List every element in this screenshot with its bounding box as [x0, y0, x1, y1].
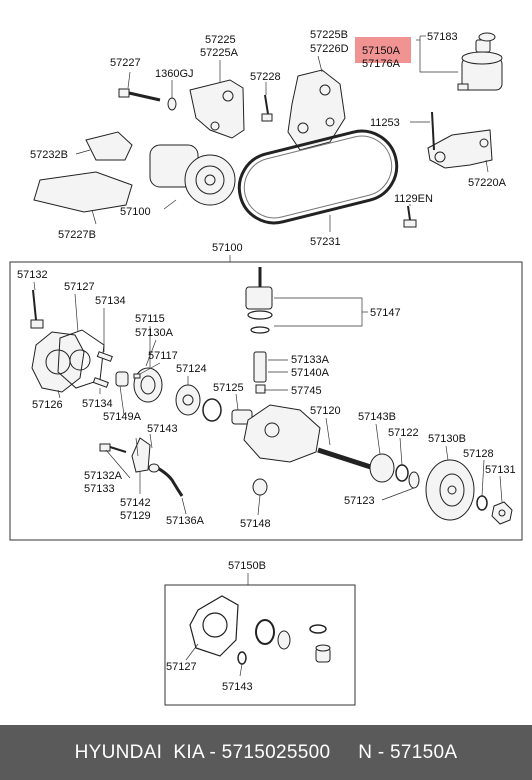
washer-1360GJ — [167, 97, 177, 111]
label-57150B: 57150B — [228, 560, 266, 572]
ring-57122 — [395, 464, 409, 482]
vane-57117 — [133, 373, 141, 379]
label-57143B: 57143B — [358, 411, 396, 423]
kit-seal — [277, 630, 291, 650]
label-57132A: 57132A — [84, 470, 123, 482]
label-57225: 57225 — [205, 34, 236, 46]
bracket-57149A — [131, 437, 151, 473]
label-1360GJ: 1360GJ — [155, 68, 194, 80]
label-57228: 57228 — [250, 71, 281, 83]
label-57129: 57129 — [120, 510, 151, 522]
label-57745: 57745 — [291, 385, 322, 397]
label-57128: 57128 — [463, 448, 494, 460]
label-57120: 57120 — [310, 405, 341, 417]
label-57150A: 57150A — [362, 45, 401, 57]
label-57131: 57131 — [485, 464, 516, 476]
part-number-footer: HYUNDAI KIA - 5715025500 N - 57150A — [0, 725, 532, 780]
label-57133A: 57133A — [291, 354, 330, 366]
label-57130B: 57130B — [428, 433, 466, 445]
label-57142: 57142 — [120, 497, 151, 509]
bolt-57228 — [261, 94, 273, 122]
bolt-57227 — [118, 88, 161, 102]
label-57127-kit: 57127 — [166, 661, 197, 673]
bracket-hole — [222, 90, 234, 102]
oring-57148 — [252, 478, 268, 496]
label-57100-mid: 57100 — [212, 242, 243, 254]
label-57136A: 57136A — [166, 515, 205, 527]
highlight-57150A — [355, 37, 411, 63]
label-1129EN: 1129EN — [394, 193, 433, 205]
ring-57115 — [115, 371, 129, 387]
bolt-57132 — [30, 289, 44, 329]
label-57132: 57132 — [17, 269, 48, 281]
label-57100-top: 57100 — [120, 206, 151, 218]
label-57123: 57123 — [344, 495, 375, 507]
label-57124: 57124 — [176, 363, 207, 375]
label-57122: 57122 — [388, 427, 419, 439]
seal-57123 — [408, 471, 420, 489]
label-57149A: 57149A — [103, 411, 142, 423]
bearing-57143B — [369, 453, 395, 483]
parts-diagram: 57227 1360GJ 57225 57225A 57228 57225B 5… — [9, 29, 523, 706]
label-57130A: 57130A — [135, 327, 174, 339]
kit-gasket — [189, 595, 239, 657]
label-57117: 57117 — [148, 350, 178, 362]
bracket-hole — [319, 84, 331, 96]
label-57227: 57227 — [110, 57, 141, 69]
label-57115: 57115 — [135, 313, 165, 325]
label-57134a: 57134 — [95, 295, 126, 307]
nut-57131 — [491, 501, 513, 525]
label-57225A: 57225A — [200, 47, 239, 59]
kit-box — [164, 584, 356, 706]
bolt-57132A — [99, 443, 127, 453]
valve-57133A — [253, 351, 267, 394]
bracket-57220A — [427, 111, 493, 169]
bracket-hole — [210, 121, 220, 131]
plate-57124 — [175, 384, 201, 416]
hose-57136A — [148, 463, 184, 497]
kit-oring-small — [237, 651, 247, 665]
belt-57231 — [237, 129, 399, 225]
label-57231: 57231 — [310, 236, 341, 248]
label-11253: 11253 — [370, 117, 400, 129]
label-57134b: 57134 — [82, 398, 113, 410]
label-57126: 57126 — [32, 399, 63, 411]
exploded-view-box — [9, 261, 523, 541]
oring-57125 — [202, 398, 222, 422]
label-57143-kit: 57143 — [222, 681, 253, 693]
label-57183: 57183 — [427, 31, 458, 43]
cover-57126 — [31, 331, 85, 393]
label-57232B: 57232B — [30, 149, 68, 161]
bolt-1129EN — [403, 205, 417, 228]
rotor-57130A — [133, 367, 163, 403]
label-57147: 57147 — [370, 307, 401, 319]
bracket-hole — [297, 122, 309, 134]
bracket-57227B — [33, 171, 133, 213]
label-57225B: 57225B — [310, 29, 348, 41]
label-57220A: 57220A — [468, 177, 507, 189]
label-57148: 57148 — [240, 518, 271, 530]
pump-assembly-57100 — [149, 144, 236, 206]
label-57125: 57125 — [213, 382, 244, 394]
pin-57134a — [96, 351, 113, 362]
label-57143: 57143 — [147, 423, 178, 435]
kit-bushing — [315, 644, 331, 663]
pump-body — [243, 404, 321, 463]
label-57127: 57127 — [64, 281, 95, 293]
bracket-57225B — [287, 69, 346, 151]
label-57140A: 57140A — [291, 367, 330, 379]
reservoir-57150A — [457, 32, 503, 91]
washer-57128 — [476, 495, 488, 511]
kit-oring-large — [255, 619, 275, 645]
bracket-hole — [325, 117, 335, 127]
label-57176A: 57176A — [362, 58, 401, 70]
label-57133: 57133 — [84, 483, 115, 495]
pulley-57130B — [425, 459, 475, 521]
bracket-57232B — [85, 131, 133, 161]
pin-57134b — [92, 377, 109, 388]
label-57226D: 57226D — [310, 43, 349, 55]
kit-ring — [309, 624, 327, 634]
label-57227B: 57227B — [58, 229, 96, 241]
fitting-57147 — [245, 267, 273, 334]
